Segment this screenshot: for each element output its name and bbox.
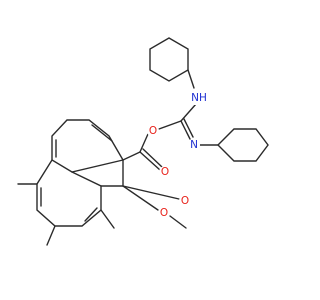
bond-heptagon-top <box>51 119 124 173</box>
bond-heptagon-top-inner-1 <box>91 124 113 142</box>
bond-methyl-bottom-left <box>46 225 56 246</box>
bond-acyl-c-to-o-double-b <box>142 148 163 168</box>
atom-label-layer: O O O O NH N <box>147 91 209 219</box>
atom-label-n-imine: N <box>190 139 198 151</box>
bond-acyl-c-to-o-double-a <box>139 151 161 171</box>
bond-cyclohexane-top <box>149 37 189 82</box>
bond-central-c-to-n-imine-double <box>183 118 194 138</box>
atom-o-ester-link: O <box>158 207 170 219</box>
bond-o-to-acyl-c <box>139 133 149 153</box>
atom-label-nh: NH <box>191 92 207 104</box>
bond-central-c-to-n-imine <box>180 120 191 140</box>
atom-n-imine: N <box>188 139 200 151</box>
atom-nh: NH <box>189 91 209 105</box>
bond-heptagon-bottom <box>36 159 102 227</box>
bond-o-link-to-methyl <box>169 215 187 229</box>
atom-label-o-isourea-carbonyl: O <box>161 166 169 178</box>
atom-o-ester-carbonyl: O <box>179 195 191 207</box>
bond-acyl-c-to-ring <box>122 151 141 161</box>
bond-heptagon-bottom-inner-2 <box>84 207 98 222</box>
bond-central-c-to-o <box>158 120 182 130</box>
bond-methyl-bottom-right <box>100 209 115 229</box>
chemical-structure-diagram: O O O O NH N <box>17 37 269 246</box>
atom-o-isourea-carbonyl: O <box>159 166 171 178</box>
atom-o-isourea-link: O <box>147 125 159 137</box>
bond-cyclohexane-right <box>217 128 269 162</box>
atom-label-o-ester-link: O <box>160 207 168 219</box>
bond-ester-c-to-o-carbonyl <box>122 185 180 200</box>
bond-ester-c-to-o-link <box>122 185 159 211</box>
atom-label-o-isourea-link: O <box>149 125 157 137</box>
bond-nh-to-central-c <box>180 103 197 122</box>
atom-label-o-ester-carbonyl: O <box>181 195 189 207</box>
bond-layer <box>17 37 269 246</box>
bond-cyclohexane-top-to-nh <box>187 69 195 89</box>
